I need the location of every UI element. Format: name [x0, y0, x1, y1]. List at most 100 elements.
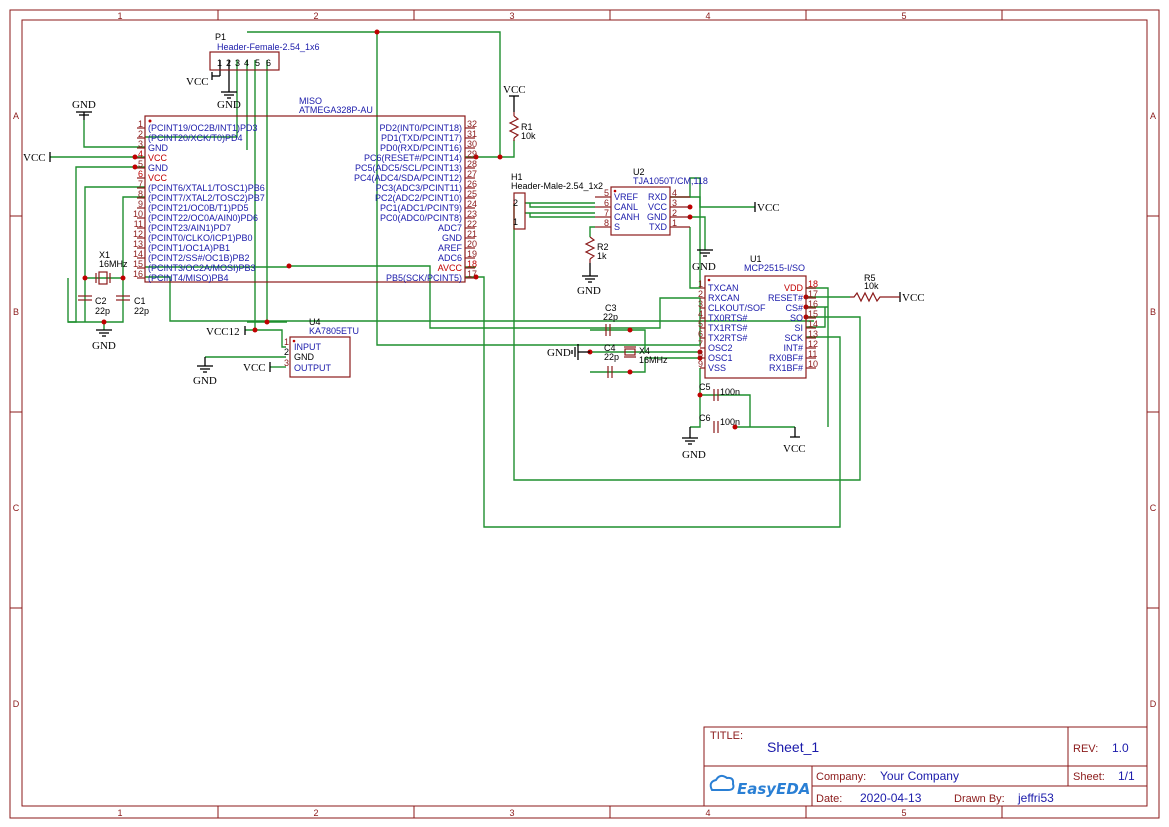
- gnd-label-top-left: GND: [72, 99, 96, 111]
- x1-ref: X1: [99, 250, 110, 260]
- h1-pin-2: 2: [513, 198, 518, 208]
- c4-value: 22p: [604, 352, 619, 362]
- mcu-right-pins: 32PD2(INT0/PCINT18)31PD1(TXD/PCINT17)30P…: [354, 119, 477, 283]
- mcu-pin-14-name: (PCINT2/SS#/OC1B)PB2: [148, 253, 250, 263]
- u1-pin-10-name: RX1BF#: [769, 363, 803, 373]
- u1-pin-5-num: 5: [698, 319, 703, 329]
- gnd-symbol: GND: [682, 427, 706, 461]
- u1-pin-6-num: 6: [698, 329, 703, 339]
- header-h1: H1 Header-Male-2.54_1x2 2 1: [511, 172, 603, 230]
- gnd-symbol: GND: [577, 263, 601, 297]
- u1-pin-18-name: VDD: [784, 283, 804, 293]
- p1-pin-4: 4: [244, 58, 249, 68]
- mcu-pin-8-name: (PCINT7/XTAL2/TOSC2)PB7: [148, 193, 265, 203]
- capacitor-c5: C5 100n: [699, 382, 740, 401]
- mcu-pin-7-name: (PCINT6/XTAL1/TOSC1)PB6: [148, 183, 265, 193]
- u1-pin-7-num: 7: [698, 339, 703, 349]
- mcu-pin-1-name: (PCINT19/OC2B/INT1)PD3: [148, 123, 258, 133]
- mcu-pin-12-num: 12: [133, 229, 143, 239]
- u1-pin-14-name: SI: [794, 323, 803, 333]
- mcu-pin-32-name: PD2(INT0/PCINT18): [379, 123, 462, 133]
- mcu-pin-10-num: 10: [133, 209, 143, 219]
- mcu-label: MISO: [299, 96, 322, 106]
- mcu-pin-28-num: 28: [467, 159, 477, 169]
- mcu-pin-21-num: 21: [467, 229, 477, 239]
- vcc-symbol: VCC: [899, 292, 925, 304]
- mcu-pin-22-name: ADC7: [438, 223, 462, 233]
- col-label-1: 1: [117, 11, 122, 21]
- u1-pin-1-name: TXCAN: [708, 283, 739, 293]
- mcu-pin-15-name: (PCINT3/OC2A/MOSI)PB3: [148, 263, 256, 273]
- u2-pin-8-name: S: [614, 222, 620, 232]
- u2-pin-3-name: VCC: [648, 202, 668, 212]
- mcu-pin-3-name: GND: [148, 143, 169, 153]
- mcu-pin-6-name: VCC: [148, 173, 168, 183]
- mcu-pin-12-name: (PCINT0/CLKO/ICP1)PB0: [148, 233, 253, 243]
- mcu-left-pins: 1(PCINT19/OC2B/INT1)PD32(PCINT20/XCK/T0)…: [133, 119, 265, 283]
- gnd-label-r2: GND: [577, 285, 601, 297]
- mcu-pin-16-name: (PCINT4/MISO)PB4: [148, 273, 229, 283]
- col-label-4: 4: [705, 11, 710, 21]
- p1-name: Header-Female-2.54_1x6: [217, 42, 320, 52]
- mcu-pin-5-num: 5: [138, 159, 143, 169]
- gnd-symbol: GND: [692, 249, 716, 273]
- p1-pin-3: 3: [235, 58, 240, 68]
- vcc-symbol: VCC: [186, 60, 221, 88]
- col-label-3: 3: [509, 11, 514, 21]
- p1-ref: P1: [215, 32, 226, 42]
- u1-pin-1-num: 1: [698, 279, 703, 289]
- mcu-name: ATMEGA328P-AU: [299, 105, 373, 115]
- u1-pin-2-name: RXCAN: [708, 293, 740, 303]
- gnd-symbol: GND: [92, 329, 116, 352]
- u1-pin-11-name: RX0BF#: [769, 353, 803, 363]
- mcu-pin-19-num: 19: [467, 249, 477, 259]
- vcc12-label: VCC12: [206, 326, 240, 338]
- mcu-pin-29-name: PC6(RESET#/PCINT14): [364, 153, 462, 163]
- x4-value: 16MHz: [639, 355, 668, 365]
- p1-pin-1: 1: [217, 58, 222, 68]
- u1-right-pins: 18VDD17RESET#16CS#15SO14SI13SCK12INT#11R…: [768, 279, 818, 373]
- mcu-pin-23-name: PC0(ADC0/PCINT8): [380, 213, 462, 223]
- vcc-label-r1: VCC: [503, 84, 526, 96]
- resistor-r5: R5 10k: [850, 273, 900, 303]
- vcc12-symbol: VCC12: [206, 326, 246, 338]
- sheet-label: Sheet:: [1073, 771, 1105, 783]
- mcu-pin-6-num: 6: [138, 169, 143, 179]
- u1-pin-14-num: 14: [808, 319, 818, 329]
- u2-pin-4-num: 4: [672, 188, 677, 198]
- row-label-b: B: [13, 307, 19, 317]
- mcu-pin-15-num: 15: [133, 259, 143, 269]
- mcu-pin-10-name: (PCINT22/OC0A/AIN0)PD6: [148, 213, 258, 223]
- c4-ref: C4: [604, 343, 616, 353]
- mcu-pin-18-num: 18: [467, 259, 477, 269]
- mcu-pin-26-name: PC3(ADC3/PCINT11): [376, 183, 462, 193]
- mcu-pin-31-num: 31: [467, 129, 477, 139]
- mcu-pin-4-name: VCC: [148, 153, 168, 163]
- gnd-label-header: GND: [217, 99, 241, 111]
- u4-pin-2-name: GND: [294, 352, 315, 362]
- mcu-pin-22-num: 22: [467, 219, 477, 229]
- u1-pin-7-name: OSC2: [708, 343, 733, 353]
- u1-pin-9-num: 9: [698, 359, 703, 369]
- row-label-a: A: [13, 111, 19, 121]
- u1-pin-3-name: CLKOUT/SOF: [708, 303, 766, 313]
- mcu-pin-9-name: (PCINT21/OC0B/T1)PD5: [148, 203, 249, 213]
- mcu-pin-27-num: 27: [467, 169, 477, 179]
- mcu-pin-25-num: 25: [467, 189, 477, 199]
- row-label-d-right: D: [1150, 699, 1157, 709]
- u1-pin-10-num: 10: [808, 359, 818, 369]
- u1-pin-9-name: VSS: [708, 363, 726, 373]
- u1-pin-18-num: 18: [808, 279, 818, 289]
- mcu-pin-9-num: 9: [138, 199, 143, 209]
- u1-pin-8-name: OSC1: [708, 353, 733, 363]
- mcu-pin-13-num: 13: [133, 239, 143, 249]
- u1-pin-8-num: 8: [698, 349, 703, 359]
- u2-pin-2-num: 2: [672, 208, 677, 218]
- r1-value: 10k: [521, 131, 536, 141]
- u2-pin-4-name: RXD: [648, 192, 668, 202]
- u2-pin-2-name: GND: [647, 212, 668, 222]
- vcc-label-r5: VCC: [902, 292, 925, 304]
